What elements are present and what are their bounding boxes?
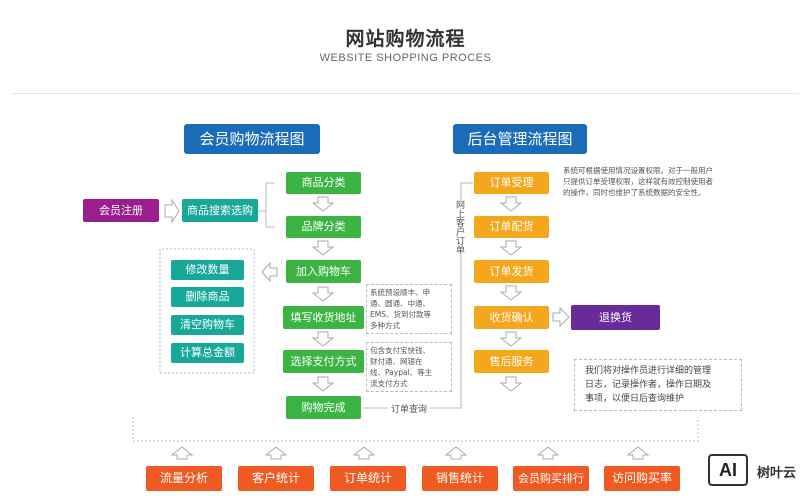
online-query-label: 网上客户订单 bbox=[453, 200, 466, 254]
step-complete: 购物完成 bbox=[286, 396, 361, 419]
member-flow-header: 会员购物流程图 bbox=[184, 124, 320, 154]
brand-name: 树叶云 bbox=[757, 466, 797, 481]
cart-op-total: 计算总金额 bbox=[171, 343, 244, 363]
backend-service: 售后服务 bbox=[474, 350, 549, 373]
stat-orders: 订单统计 bbox=[330, 466, 406, 491]
return-exchange-box: 退换货 bbox=[571, 305, 660, 330]
log-note: 我们将对操作员进行详细的管理 日志，记录操作者，操作日期及 事项，以便日后查询维… bbox=[574, 359, 742, 411]
divider bbox=[12, 93, 799, 94]
stat-sales: 销售统计 bbox=[422, 466, 498, 491]
step-payment: 选择支付方式 bbox=[283, 350, 364, 373]
step-category: 商品分类 bbox=[286, 172, 361, 194]
backend-flow-header: 后台管理流程图 bbox=[453, 124, 587, 154]
stat-member-ranking: 会员购买排行 bbox=[513, 466, 589, 491]
stat-conversion: 访问购买率 bbox=[604, 466, 680, 491]
page-subtitle: WEBSITE SHOPPING PROCES bbox=[319, 52, 492, 64]
permission-note: 系统可根据使用情况设置权限。对于一般用户 只提供订单受理权限，这样就有效控制使用… bbox=[563, 166, 713, 197]
stat-customers: 客户统计 bbox=[238, 466, 314, 491]
order-query-label: 订单查询 bbox=[388, 402, 431, 415]
backend-ship: 订单发货 bbox=[474, 260, 549, 283]
address-note: 系统预设顺丰、申 通、圆通、中通、 EMS、货到付款等 多种方式 bbox=[366, 284, 452, 334]
step-add-cart: 加入购物车 bbox=[286, 260, 361, 283]
stat-traffic: 流量分析 bbox=[146, 466, 222, 491]
backend-accept: 订单受理 bbox=[474, 172, 549, 194]
page-title: 网站购物流程 bbox=[345, 28, 466, 50]
search-box: 商品搜索选购 bbox=[182, 199, 258, 222]
payment-note: 包含支付宝快钱、 财付通、网银在 线、Paypal、等主 流支付方式 bbox=[366, 342, 452, 392]
brand-logo: AI bbox=[708, 454, 748, 486]
step-address: 填写收货地址 bbox=[283, 306, 364, 329]
cart-op-clear: 清空购物车 bbox=[171, 315, 244, 335]
cart-op-delete: 删除商品 bbox=[171, 287, 244, 307]
register-box: 会员注册 bbox=[83, 199, 159, 222]
backend-confirm: 收货确认 bbox=[474, 306, 549, 329]
backend-pick: 订单配货 bbox=[474, 216, 549, 238]
cart-op-modify: 修改数量 bbox=[171, 260, 244, 280]
step-brand: 品牌分类 bbox=[286, 216, 361, 238]
